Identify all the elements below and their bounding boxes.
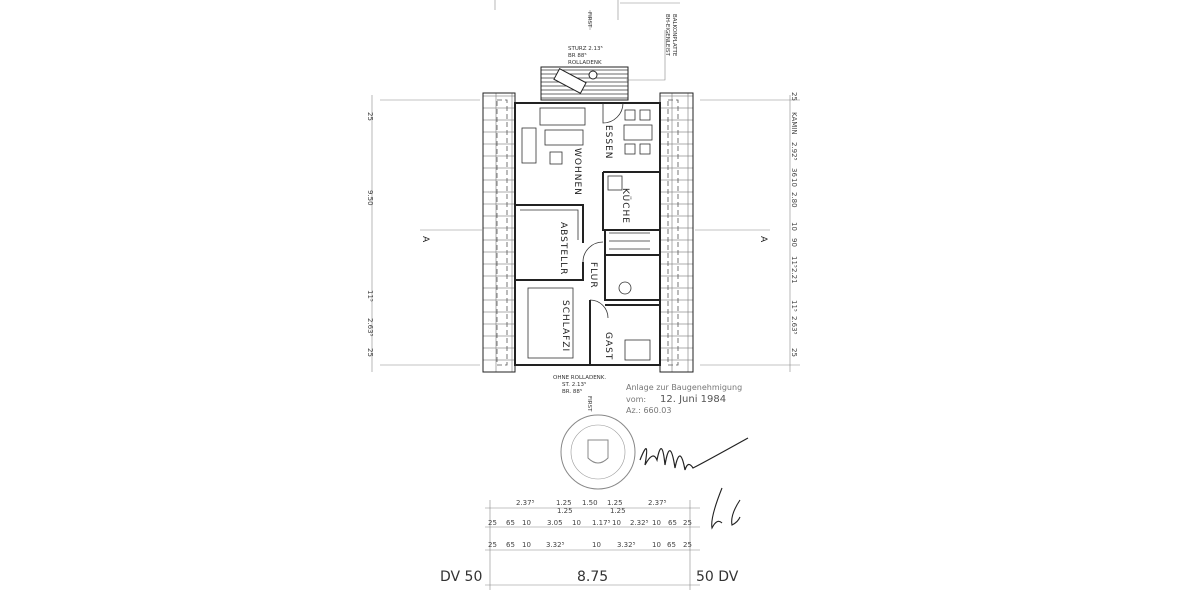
right-dim: 25 xyxy=(790,348,798,357)
left-dim: 25 xyxy=(366,112,374,121)
dim-row3: 25 xyxy=(488,541,497,549)
room-label-flur: FLUR xyxy=(588,262,598,289)
dim-row2: 10 xyxy=(522,519,531,527)
room-label-kueche: KÜCHE xyxy=(620,188,631,224)
dim-row2: 25 xyxy=(488,519,497,527)
dim-row1: 1.50 xyxy=(582,499,598,507)
dim-right-eave: 50 DV xyxy=(696,569,739,585)
dim-row2: 3.05 xyxy=(547,519,563,527)
right-dim: 2.92⁵ xyxy=(790,142,798,161)
right-dim: 2.63⁵ xyxy=(790,316,798,335)
section-marker-left: A xyxy=(420,236,430,243)
right-dim: 11⁵ xyxy=(790,300,798,312)
right-dim: 2.80 xyxy=(790,192,798,208)
stamp-date: 12. Juni 1984 xyxy=(660,394,726,405)
room-label-gast: GAST xyxy=(603,332,613,360)
room-label-abstell: ABSTELLR xyxy=(558,222,568,275)
roof-right xyxy=(659,92,694,373)
left-dim: 25 xyxy=(366,348,374,357)
room-label-wohnen: WOHNEN xyxy=(572,148,582,196)
dim-row3: 10 xyxy=(592,541,601,549)
lintel-note-1: STURZ 2.13⁵ xyxy=(568,45,603,52)
room-label-essen: ESSEN xyxy=(603,125,613,160)
dim-row2: 10 xyxy=(612,519,621,527)
stamp-line-3: Az.: 660.03 xyxy=(626,406,671,415)
dim-row3: 10 xyxy=(652,541,661,549)
dim-row3: 3.32⁵ xyxy=(546,541,565,549)
dim-row2: 1.17⁵ xyxy=(592,519,611,527)
right-dim: 36 xyxy=(790,168,798,177)
balcony-table xyxy=(588,70,598,80)
first-label-bottom: FIRST xyxy=(586,396,592,412)
right-dim: 2.21 xyxy=(790,268,798,284)
balcony-note-1: BALKONPLATTE xyxy=(671,14,677,57)
bottom-note-1: OHNE ROLLADENK. xyxy=(553,375,606,381)
lounger xyxy=(553,67,587,95)
dim-row2: 65 xyxy=(506,519,515,527)
signature xyxy=(639,437,749,471)
dim-left-eave: DV 50 xyxy=(440,569,482,585)
dim-row2: 10 xyxy=(652,519,661,527)
left-dim: 9.50 xyxy=(366,190,374,206)
balcony xyxy=(540,66,629,101)
dim-row2: 10 xyxy=(572,519,581,527)
room-label-schlafzi: SCHLAFZI xyxy=(560,300,570,352)
dim-total-width: 8.75 xyxy=(577,569,608,585)
bottom-note-3: BR. 88⁵ xyxy=(562,388,582,395)
lintel-note-2: BR 88⁵ xyxy=(568,52,587,59)
dim-row1b: 1.25 xyxy=(610,507,626,515)
first-label-top: FIRST xyxy=(586,12,592,28)
dim-row1b: 1.25 xyxy=(557,507,573,515)
initials xyxy=(711,487,741,530)
dim-row2: 65 xyxy=(668,519,677,527)
dim-row3: 3.32⁵ xyxy=(617,541,636,549)
dim-row2: 25 xyxy=(683,519,692,527)
dim-row3: 25 xyxy=(683,541,692,549)
right-dim: 10 xyxy=(790,222,798,231)
left-dim: 2.63⁵ xyxy=(366,318,374,337)
dim-row3: 10 xyxy=(522,541,531,549)
lintel-note-3: ROLLADENK xyxy=(568,60,602,66)
stamp-line-1: Anlage zur Baugenehmigung xyxy=(626,383,742,392)
section-marker-right: A xyxy=(758,236,768,243)
bottom-note-2: ST. 2.13⁵ xyxy=(562,381,586,388)
dim-row1: 1.25 xyxy=(607,499,623,507)
right-dims: 25 KAMIN 2.92⁵ 36 10 2.80 10 90 11⁵ 2.21… xyxy=(790,92,798,357)
dim-row1: 1.25 xyxy=(556,499,572,507)
right-dim: 11⁵ xyxy=(790,256,798,268)
right-dim: 10 xyxy=(790,178,798,187)
dim-row1: 2.37⁵ xyxy=(648,499,667,507)
dim-row3: 65 xyxy=(667,541,676,549)
balcony-note-2: BH-EIGENLEIST xyxy=(664,14,670,56)
right-dim: 25 xyxy=(790,92,798,101)
official-seal xyxy=(560,414,636,490)
right-dim: KAMIN xyxy=(790,112,798,135)
furniture xyxy=(521,107,653,361)
dim-row2: 2.32⁵ xyxy=(630,519,649,527)
dimension-lines xyxy=(485,500,700,590)
dim-row1: 2.37⁵ xyxy=(516,499,535,507)
left-dim: 11⁵ xyxy=(366,290,374,302)
right-dim: 90 xyxy=(790,238,798,247)
walls xyxy=(514,102,661,366)
top-guides xyxy=(380,0,800,366)
dim-row3: 65 xyxy=(506,541,515,549)
stamp-line-2-label: vom: xyxy=(626,395,646,404)
roof-left xyxy=(482,92,516,373)
